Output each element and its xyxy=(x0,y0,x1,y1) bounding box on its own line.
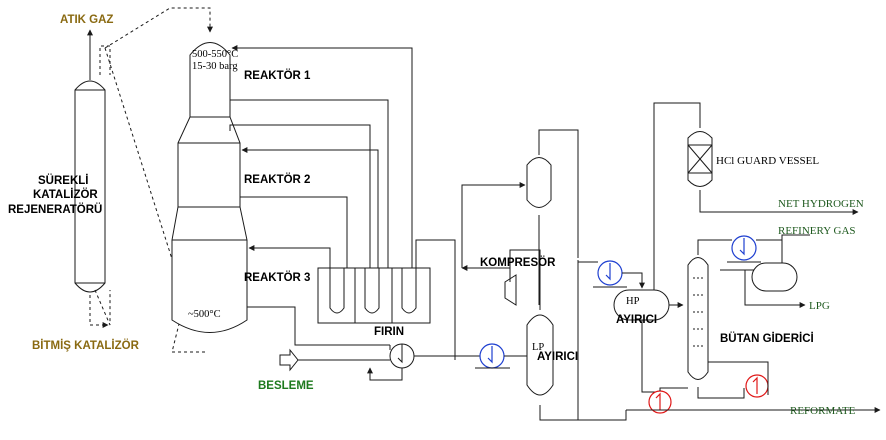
net-hydrogen-label: NET HYDROGEN xyxy=(778,198,864,210)
debutanizer-column xyxy=(687,257,709,380)
reactor-1-outlet xyxy=(230,99,389,268)
recontact-drum xyxy=(526,157,552,208)
reaktor-2-label: REAKTÖR 2 xyxy=(244,173,310,186)
reactor-3-inlet xyxy=(248,245,331,268)
lp-label: LP xyxy=(532,342,544,353)
refinery-gas-label: REFINERY GAS xyxy=(778,225,856,237)
feed-label: BESLEME xyxy=(258,380,314,392)
lpg-label: LPG xyxy=(809,300,830,312)
feed-arrow xyxy=(279,348,390,372)
spent-catalyst-line xyxy=(89,289,111,328)
regenerator-label-2: KATALİZÖR xyxy=(33,188,98,201)
debutanizer-label: BÜTAN GİDERİCİ xyxy=(720,332,814,345)
hp-liquid-line xyxy=(641,302,684,393)
off-gas-label: ATIK GAZ xyxy=(60,14,113,26)
reaktor-1-label: REAKTÖR 1 xyxy=(244,69,311,82)
reactor-1-inlet xyxy=(231,45,413,268)
heat-exchanger-icon xyxy=(389,343,415,369)
reactor-2-outlet xyxy=(240,196,348,268)
compressor-icon xyxy=(504,274,517,306)
reactor-3-outlet xyxy=(247,306,390,346)
reactor-pressure: 15-30 barg xyxy=(192,61,238,72)
hcl-guard-label: HCl GUARD VESSEL xyxy=(716,155,819,167)
reactor-temp-top: 500-550°C xyxy=(192,49,238,60)
recycle-gas-line xyxy=(461,182,526,282)
lp-separator-label: AYIRICI xyxy=(537,351,578,363)
regenerator-label-3: REJENERATÖRÜ xyxy=(8,203,102,216)
regenerated-catalyst-line xyxy=(99,7,213,353)
catalyst-regenerator xyxy=(74,80,106,293)
reflux-drum xyxy=(751,262,798,292)
furnace-label: FIRIN xyxy=(374,326,404,338)
guard-vessel-x-icon xyxy=(687,131,713,187)
regenerator-label-1: SÜREKLİ xyxy=(38,174,88,187)
cooler-icon-hp xyxy=(593,260,627,288)
furnace xyxy=(317,239,456,360)
reformate-label: REFORMATE xyxy=(790,405,856,417)
compressor-label: KOMPRESÖR xyxy=(480,256,556,269)
heater-icon-reboiler xyxy=(745,374,769,398)
reaktor-3-label: REAKTÖR 3 xyxy=(244,271,310,284)
reactor-2-inlet-line xyxy=(229,124,379,268)
stacked-reactor xyxy=(171,42,248,333)
hp-label: HP xyxy=(626,296,640,307)
lp-gas-line xyxy=(509,249,541,310)
reactor-temp-bottom: ~500°C xyxy=(188,309,221,320)
cooler-icon-overhead xyxy=(727,235,761,263)
hydrogen-lines xyxy=(653,102,859,290)
lp-separator xyxy=(526,314,554,396)
spent-catalyst-label: BİTMİŞ KATALİZÖR xyxy=(32,339,140,352)
hp-separator-label: AYIRICI xyxy=(616,314,657,326)
feed-effluent-lines xyxy=(367,345,480,381)
recontact-lines xyxy=(538,129,579,421)
